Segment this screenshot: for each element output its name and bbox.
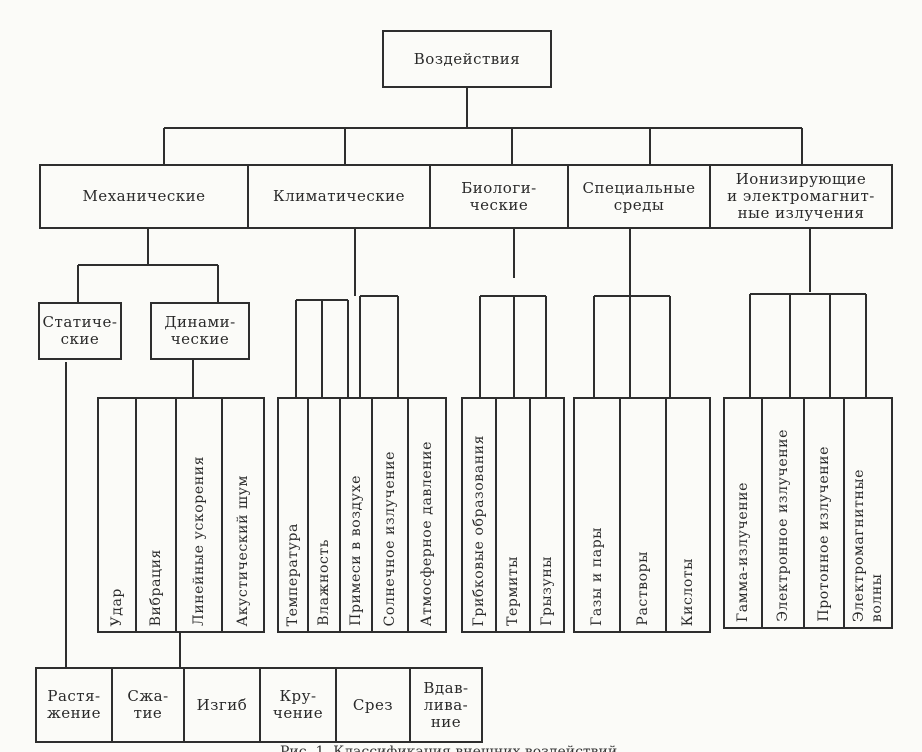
dynamic-item-label: Акустический шум: [235, 474, 251, 627]
climatic-item: Температура: [278, 398, 308, 632]
special-item: Растворы: [620, 398, 666, 632]
dynamic-item-label: Удар: [109, 587, 125, 626]
dynamic-item: Удар: [98, 398, 136, 632]
radiation-item: Протонное излучение: [804, 398, 844, 628]
climatic-item-label: Атмосферное давление: [419, 440, 435, 626]
climatic-item: Влажность: [308, 398, 340, 632]
climatic-item-label: Солнечное излучение: [382, 450, 398, 626]
biological-item: Грибковые образования: [462, 398, 496, 632]
special-item-label: Газы и пары: [589, 526, 605, 626]
climatic-item-label: Примеси в воздухе: [348, 475, 364, 626]
special-item-label: Растворы: [635, 551, 651, 626]
dynamic-item-label: Вибрация: [148, 548, 164, 626]
climatic-item-label: Влажность: [316, 539, 332, 626]
biological-item-label: Грызуны: [539, 556, 555, 626]
radiation-item-label: Электромагнитные волны: [851, 468, 885, 622]
static-item: Срез: [352, 695, 394, 714]
climatic-item: Солнечное излучение: [372, 398, 408, 632]
biological-item-label: Термиты: [505, 556, 521, 626]
static-node: Статиче- ские: [38, 302, 122, 360]
dynamic-item-label: Линейные ускорения: [191, 456, 207, 626]
figure-caption: Рис. 1. Классификация внешних воздействи…: [280, 744, 618, 752]
climatic-item: Атмосферное давление: [408, 398, 446, 632]
static-item: Вдав- лива- ние: [423, 678, 469, 731]
climatic-item: Примеси в воздухе: [340, 398, 372, 632]
radiation-item-label: Протонное излучение: [816, 446, 832, 622]
static-item: Сжа- тие: [127, 687, 169, 722]
root-label: Воздействия: [413, 49, 521, 68]
biological-item: Термиты: [496, 398, 530, 632]
category-biological: Биологи- ческие: [461, 178, 537, 214]
static-item: Кру- чение: [272, 687, 324, 722]
category-special-media: Специальные среды: [582, 178, 696, 214]
category-mechanical: Механические: [82, 187, 206, 205]
radiation-item-label: Электронное излучение: [775, 429, 791, 622]
category-radiation: Ионизирующие и электромагнит- ные излуче…: [727, 170, 875, 222]
dynamic-node: Динами- ческие: [150, 302, 250, 360]
radiation-item-label: Гамма-излучение: [735, 481, 751, 622]
biological-item: Грызуны: [530, 398, 564, 632]
static-item: Растя- жение: [46, 687, 102, 722]
radiation-item: Электронное излучение: [762, 398, 804, 628]
root-node: Воздействия: [382, 30, 552, 88]
dynamic-item: Акустический шум: [222, 398, 264, 632]
static-item: Изгиб: [196, 695, 248, 714]
radiation-item: Гамма-излучение: [724, 398, 762, 628]
special-item: Кислоты: [666, 398, 710, 632]
dynamic-item: Линейные ускорения: [176, 398, 222, 632]
radiation-item: Электромагнитные волны: [844, 398, 892, 628]
dynamic-item: Вибрация: [136, 398, 176, 632]
biological-item-label: Грибковые образования: [471, 434, 487, 626]
category-climatic: Климатические: [273, 187, 405, 205]
figure-caption-clip: Рис. 1. Классификация внешних воздействи…: [280, 744, 700, 752]
special-item: Газы и пары: [574, 398, 620, 632]
special-item-label: Кислоты: [680, 557, 696, 626]
climatic-item-label: Температура: [285, 522, 301, 626]
